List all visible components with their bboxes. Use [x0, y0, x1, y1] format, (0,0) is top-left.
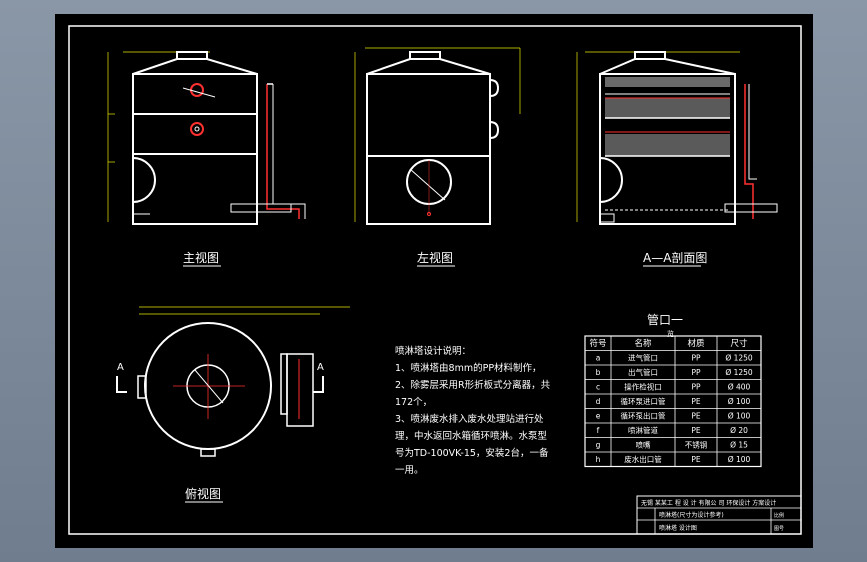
section-tower-body — [599, 73, 736, 225]
drawing-border — [68, 25, 802, 535]
table-header-cell: 尺寸 — [730, 338, 748, 349]
table-cell: c — [596, 383, 600, 392]
nozzle-table-title: 管口一 — [647, 312, 683, 327]
title-block-scale: 比例 — [774, 512, 784, 519]
table-cell: PE — [691, 455, 701, 464]
table-cell: f — [597, 426, 600, 435]
table-header-cell: 名称 — [634, 338, 652, 349]
left-view — [354, 47, 521, 225]
notes-title: 喷淋塔设计说明： — [395, 345, 471, 357]
table-cell: h — [596, 455, 601, 464]
notes-line: 172个， — [395, 397, 432, 408]
notes-line: 一用。 — [395, 465, 424, 476]
left-tower-body — [366, 73, 491, 225]
table-cell: d — [596, 397, 601, 406]
notes-line: 理，中水返回水箱循环喷淋。水泵型 — [395, 430, 548, 442]
table-cell: 喷淋管道 — [628, 425, 658, 435]
table-cell: 操作检视口 — [624, 382, 662, 392]
table-cell: Ø 1250 — [725, 368, 753, 377]
front-recirculation-pipe — [266, 84, 300, 219]
drawing-sheet: 主视图 左视图 A—A剖面图 A A 俯视图 喷淋塔设计说明： 1、喷淋塔由8m… — [55, 14, 813, 548]
table-cell: a — [596, 354, 601, 363]
front-view — [107, 51, 306, 225]
table-cell: 不锈钢 — [685, 440, 708, 450]
table-cell: Ø 15 — [730, 441, 748, 450]
table-cell: Ø 100 — [728, 412, 751, 421]
inlet-nozzle-symbol — [190, 122, 204, 136]
section-mark-right: A — [317, 362, 324, 373]
section-view — [576, 51, 778, 225]
notes-line: 1、喷淋塔由8mm的PP材料制作， — [395, 362, 542, 374]
notes-line: 号为TD-100VK-15，安装2台，一备 — [395, 447, 549, 459]
nozzle-table-title-suffix: 览 — [667, 329, 674, 338]
title-block-drawing-name: 喷淋塔 设计图 — [659, 524, 697, 532]
design-notes: 喷淋塔设计说明： 1、喷淋塔由8mm的PP材料制作， 2、除雾层采用R形折板式分… — [395, 345, 551, 476]
table-cell: Ø 1250 — [725, 354, 753, 363]
title-block-line2: 喷淋塔(尺寸为设计参考) — [659, 511, 724, 519]
left-view-title: 左视图 — [417, 250, 453, 265]
nozzle-table: 管口一 览 符号 名称 材质 尺寸 a 进气管口 PP Ø 1250 b 出气管口 PP Ø 1250… — [584, 312, 762, 468]
title-block-number: 图号 — [774, 526, 784, 532]
table-cell: Ø 400 — [728, 383, 751, 392]
table-frame — [584, 335, 762, 468]
table-cell: 喷嘴 — [636, 440, 651, 450]
packing-layer-lower — [605, 134, 730, 156]
table-cell: 废水出口管 — [624, 454, 662, 464]
table-cell: PP — [691, 368, 701, 377]
table-cell: Ø 20 — [730, 426, 748, 435]
table-header-cell: 材质 — [687, 338, 705, 349]
table-cell: PE — [691, 412, 701, 421]
table-cell: PE — [691, 426, 701, 435]
front-view-title: 主视图 — [183, 250, 219, 265]
title-block: 无锡 某某工 程 设 计 有限公 司 环保设计 方案设计 喷淋塔(尺寸为设计参考… — [636, 495, 802, 535]
outlet-nozzle-symbol — [190, 83, 204, 97]
table-cell: e — [596, 412, 601, 421]
cad-drawing: 主视图 左视图 A—A剖面图 A A 俯视图 喷淋塔设计说明： 1、喷淋塔由8m… — [68, 25, 802, 535]
title-block-line1: 无锡 某某工 程 设 计 有限公 司 环保设计 方案设计 — [641, 499, 776, 507]
table-cell: 循环泵出口管 — [621, 411, 666, 421]
notes-line: 2、除雾层采用R形折板式分离器，共 — [395, 379, 551, 391]
section-pipe — [744, 84, 754, 219]
table-cell: b — [596, 368, 601, 377]
table-cell: PP — [691, 354, 701, 363]
demister-layer — [605, 77, 730, 87]
table-cell: 出气管口 — [628, 367, 658, 377]
table-cell: Ø 100 — [728, 455, 751, 464]
packing-layer-upper — [605, 98, 730, 118]
top-view-title: 俯视图 — [185, 486, 221, 501]
table-header-cell: 符号 — [589, 338, 606, 349]
section-mark-left: A — [117, 362, 124, 373]
table-cell: PE — [691, 397, 701, 406]
table-cell: PP — [691, 383, 701, 392]
table-cell: 进气管口 — [628, 353, 658, 363]
notes-line: 3、喷淋废水排入废水处理站进行处 — [395, 413, 544, 425]
front-manhole — [132, 157, 156, 203]
table-cell: Ø 100 — [728, 397, 751, 406]
top-view: A A — [116, 306, 350, 457]
table-cell: g — [596, 441, 601, 450]
front-tower-body — [132, 73, 258, 225]
table-cell: 循环泵进口管 — [621, 396, 666, 406]
section-view-title: A—A剖面图 — [643, 251, 707, 265]
